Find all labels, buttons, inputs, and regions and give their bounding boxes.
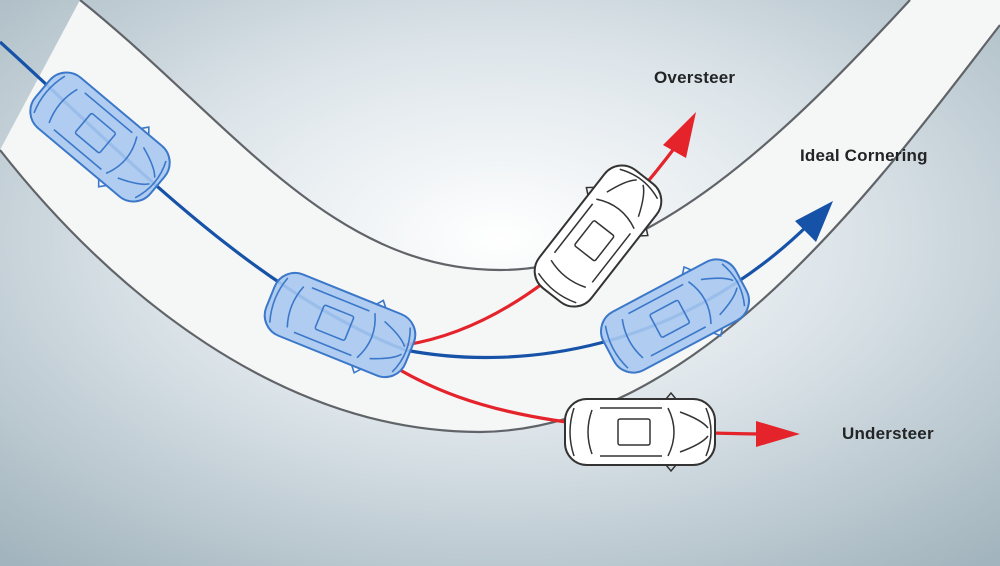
understeer-label: Understeer [842,424,934,443]
understeer-arrowhead [756,421,800,447]
ideal-arrowhead [795,201,833,242]
oversteer-label: Oversteer [654,68,736,87]
curved-road [0,0,1000,434]
road-edge-inner [79,0,911,272]
oversteer-arrowhead [663,112,696,158]
ideal-cornering-label: Ideal Cornering [800,146,928,165]
road-edge-outer [0,24,1000,434]
car-understeer [564,392,716,472]
